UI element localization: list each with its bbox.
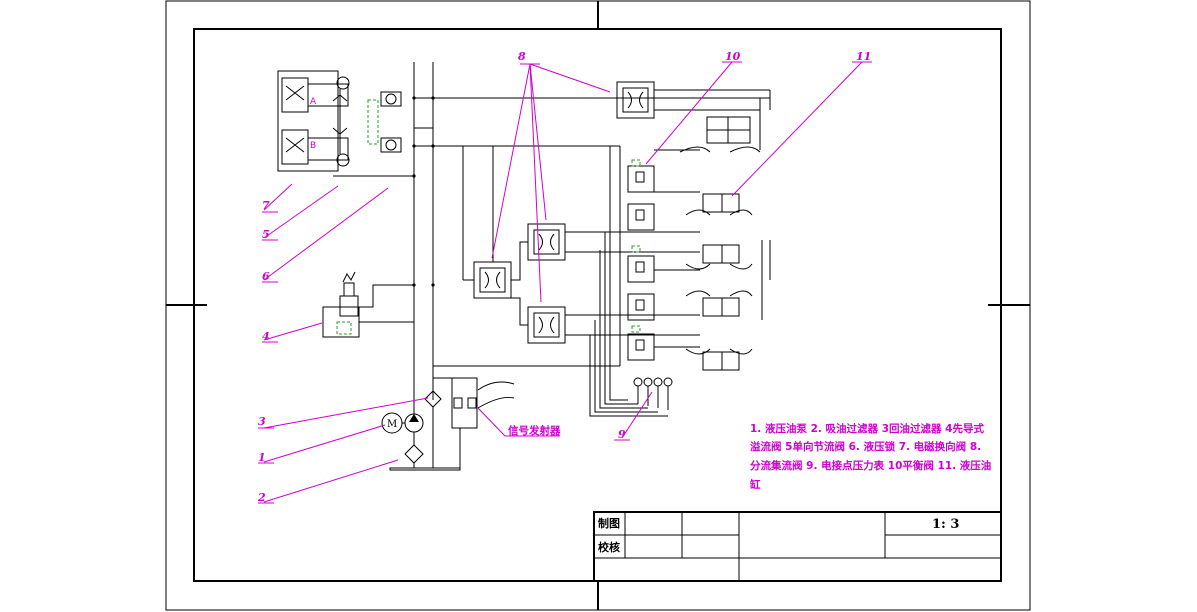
callout-5: 5	[262, 228, 270, 241]
legend-line-2: 溢流阀 5单向节流阀 6. 液压锁 7. 电磁换向阀 8.	[750, 440, 981, 453]
legend-line-4: 缸	[749, 478, 761, 491]
pressure-gauges	[589, 146, 673, 417]
relief-valve	[322, 271, 414, 338]
callout-7: 7	[262, 199, 270, 212]
leader-lines	[258, 61, 872, 504]
main-pipes	[333, 62, 770, 400]
balance-valves	[619, 146, 700, 366]
legend-line-1: 1. 液压油泵 2. 吸油过滤器 3回油过滤器 4先导式	[750, 422, 984, 435]
signal-transmitter-label: 信号发射器	[508, 424, 561, 437]
legend-line-3: 分流集流阀 9. 电接点压力表 10平衡阀 11. 液压油	[750, 459, 991, 472]
valve-port-a: A	[310, 97, 317, 107]
callout-1: 1	[258, 451, 266, 464]
motor-symbol: M	[387, 419, 397, 430]
component-legend: 1. 液压油泵 2. 吸油过滤器 3回油过滤器 4先导式 溢流阀 5单向节流阀 …	[749, 422, 991, 491]
callout-10: 10	[725, 50, 741, 63]
valve-port-b: B	[310, 141, 316, 151]
callout-2: 2	[257, 491, 266, 504]
callout-11: 11	[856, 50, 871, 63]
hydraulic-cylinders	[679, 90, 771, 371]
callout-4: 4	[262, 330, 270, 343]
pump-station: M	[381, 377, 515, 471]
callout-8: 8	[518, 50, 526, 63]
title-block-scale: 1: 3	[932, 517, 959, 532]
callout-3: 3	[258, 415, 266, 428]
title-block: 制图 校核 1: 3	[593, 511, 1002, 582]
flow-divider-valves	[462, 81, 770, 344]
valve-group-upper-left: A B	[277, 70, 402, 172]
title-block-checked: 校核	[598, 540, 620, 554]
title-block-drawn: 制图	[598, 516, 620, 530]
callout-9: 9	[618, 428, 626, 441]
callout-6: 6	[262, 270, 270, 283]
